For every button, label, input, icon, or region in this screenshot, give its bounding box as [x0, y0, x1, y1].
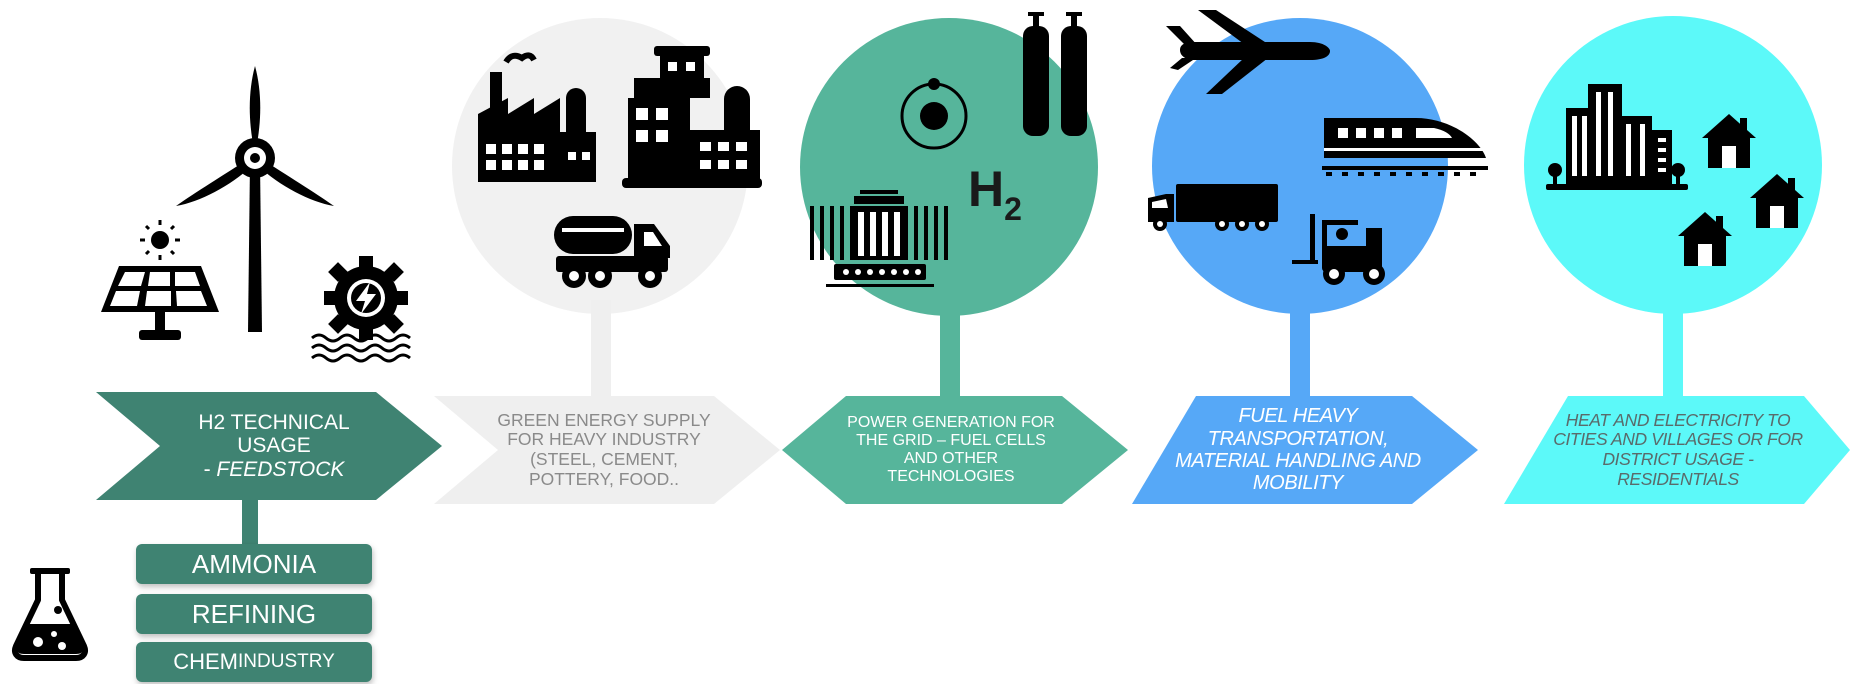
heavy-industry-stem	[591, 300, 611, 400]
fuel-cell-stack-icon	[810, 190, 948, 287]
forklift-icon	[1292, 214, 1385, 285]
wind-turbine-icon	[176, 66, 334, 332]
stage-transport: FUEL HEAVY TRANSPORTATION, MATERIAL HAND…	[1132, 396, 1478, 504]
atom-icon	[900, 78, 968, 150]
hydro-power-icon	[311, 256, 411, 363]
power-generation-stem	[940, 300, 960, 400]
stage-feedstock-line1: H2 TECHNICAL USAGE	[198, 410, 350, 458]
flask-icon	[12, 568, 88, 661]
stage-feedstock: H2 TECHNICAL USAGE - FEEDSTOCK	[96, 392, 442, 500]
factory-icon	[478, 52, 596, 182]
feedstock-item-chem-industry: CHEM INDUSTRY	[136, 642, 372, 682]
feedstock-item-ammonia: AMMONIA	[136, 544, 372, 584]
solar-panel-icon	[101, 220, 219, 340]
city-buildings-icon	[1546, 84, 1688, 190]
stage-residential: HEAT AND ELECTRICITY TO CITIES AND VILLA…	[1504, 396, 1850, 504]
gas-cylinders-icon	[1023, 12, 1087, 136]
house-icon	[1678, 212, 1732, 266]
truck-icon	[1148, 184, 1278, 231]
house-icon	[1750, 174, 1804, 228]
bullet-train-icon	[1322, 118, 1488, 176]
residential-stem	[1663, 300, 1683, 400]
transport-stem	[1290, 300, 1310, 400]
stage-residential-text: HEAT AND ELECTRICITY TO CITIES AND VILLA…	[1553, 409, 1803, 489]
house-icon	[1702, 114, 1756, 168]
stage-heavy-industry: GREEN ENERGY SUPPLY FOR HEAVY INDUSTRY (…	[434, 396, 780, 504]
stage-power-generation-text: POWER GENERATION FOR THE GRID – FUEL CEL…	[847, 414, 1055, 485]
stage-heavy-industry-text: GREEN ENERGY SUPPLY FOR HEAVY INDUSTRY (…	[497, 409, 711, 489]
tanker-truck-icon	[554, 216, 670, 288]
stage-power-generation: POWER GENERATION FOR THE GRID – FUEL CEL…	[782, 396, 1128, 504]
airplane-icon	[1166, 10, 1330, 94]
stage-transport-text: FUEL HEAVY TRANSPORTATION, MATERIAL HAND…	[1175, 405, 1421, 495]
feedstock-item-refining: REFINING	[136, 594, 372, 634]
h2-symbol: H2	[968, 161, 1022, 227]
stage-feedstock-line2: FEEDSTOCK	[216, 457, 345, 481]
plant-icon	[622, 46, 762, 188]
